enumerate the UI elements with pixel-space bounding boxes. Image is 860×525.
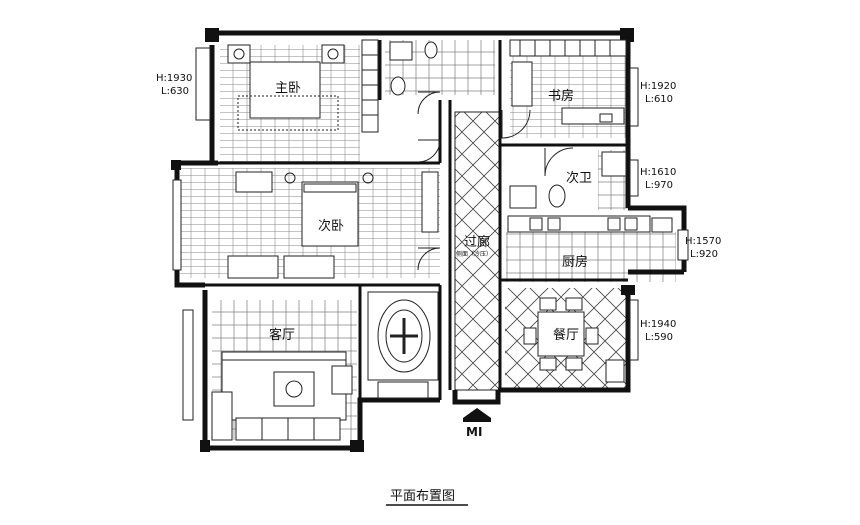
- corridor-note: 侧面（冷压）: [456, 250, 492, 258]
- entrance-arrow-icon: [463, 408, 491, 422]
- inner-walls: [205, 40, 628, 448]
- kitchen-window-height: H:1570: [685, 236, 721, 247]
- entrance-label: MI: [466, 425, 482, 439]
- kitchen-label: 厨房: [562, 254, 588, 270]
- wall-blocks: [171, 28, 635, 452]
- living-room-furniture: [211, 351, 353, 441]
- dining-table: [523, 297, 625, 383]
- bath-window-height: H:1610: [640, 167, 676, 178]
- second-bedroom-label: 次卧: [318, 218, 344, 234]
- dining-room-label: 餐厅: [553, 327, 579, 343]
- master-wardrobe: [361, 39, 379, 133]
- bath-fixtures: [389, 41, 627, 209]
- second-bedroom-furniture: [227, 171, 439, 279]
- master-bed: [227, 44, 345, 131]
- windows: [172, 47, 689, 421]
- study-label: 书房: [548, 88, 574, 104]
- dining-window-height: H:1940: [640, 319, 676, 330]
- plan-title: 平面布置图: [390, 489, 455, 504]
- dining-window-length: L:590: [645, 332, 673, 343]
- master-window-length: L:630: [161, 86, 189, 97]
- kitchen-counters: [507, 215, 673, 233]
- living-room-label: 客厅: [269, 327, 295, 343]
- kitchen-window-length: L:920: [690, 249, 718, 260]
- second-bath-label: 次卫: [566, 170, 592, 186]
- master-bedroom-label: 主卧: [275, 81, 301, 96]
- study-window-height: H:1920: [640, 81, 676, 92]
- doors: [417, 91, 574, 271]
- study-window-length: L:610: [645, 94, 673, 105]
- corridor-label: 过廊: [464, 234, 490, 250]
- study-shelf: [509, 39, 627, 125]
- master-window-height: H:1930: [156, 73, 192, 84]
- bath-window-length: L:970: [645, 180, 673, 191]
- foyer-medallion: [367, 291, 439, 399]
